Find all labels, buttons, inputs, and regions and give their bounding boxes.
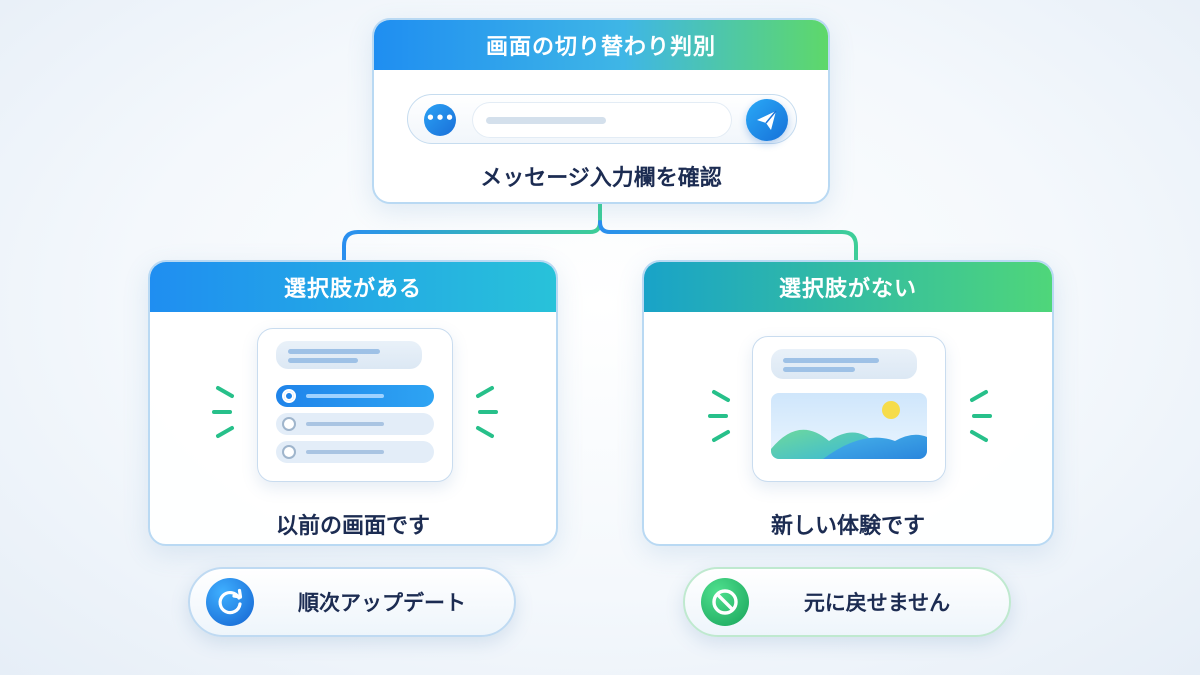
placeholder-line [486, 117, 606, 124]
without-choices-caption: 新しい体験です [770, 514, 925, 539]
irreversible-pill: 元に戻せません [683, 567, 1011, 637]
choice-option [276, 441, 434, 463]
choice-screen-mockup [257, 328, 453, 482]
chat-bubble-icon: ••• [424, 104, 456, 136]
landscape-image-icon [771, 393, 927, 459]
message-input-bar: ••• [407, 94, 797, 144]
choice-option-selected [276, 385, 434, 407]
image-screen-mockup [752, 336, 946, 482]
prohibited-icon [701, 578, 749, 626]
decision-card: 画面の切り替わり判別 ••• メッセージ入力欄を確認 [372, 18, 830, 204]
refresh-icon [206, 578, 254, 626]
sequential-update-pill: 順次アップデート [188, 567, 516, 637]
message-input-field [472, 102, 732, 138]
radio-icon [282, 389, 296, 403]
decision-card-title: 画面の切り替わり判別 [374, 20, 828, 70]
emphasis-marks-left [212, 386, 498, 438]
radio-icon [282, 417, 296, 431]
send-icon [746, 99, 788, 141]
decision-card-caption: メッセージ入力欄を確認 [480, 166, 722, 191]
message-bubble [276, 341, 422, 369]
without-choices-title: 選択肢がない [644, 262, 1052, 312]
message-bubble [771, 349, 917, 379]
with-choices-card: 選択肢がある 以前の画面です [148, 260, 558, 546]
without-choices-card: 選択肢がない [642, 260, 1054, 546]
with-choices-title: 選択肢がある [150, 262, 556, 312]
choice-option [276, 413, 434, 435]
sequential-update-label: 順次アップデート [298, 591, 466, 615]
with-choices-caption: 以前の画面です [275, 514, 430, 539]
irreversible-label: 元に戻せません [803, 591, 951, 615]
emphasis-marks-right [708, 390, 992, 442]
radio-icon [282, 445, 296, 459]
